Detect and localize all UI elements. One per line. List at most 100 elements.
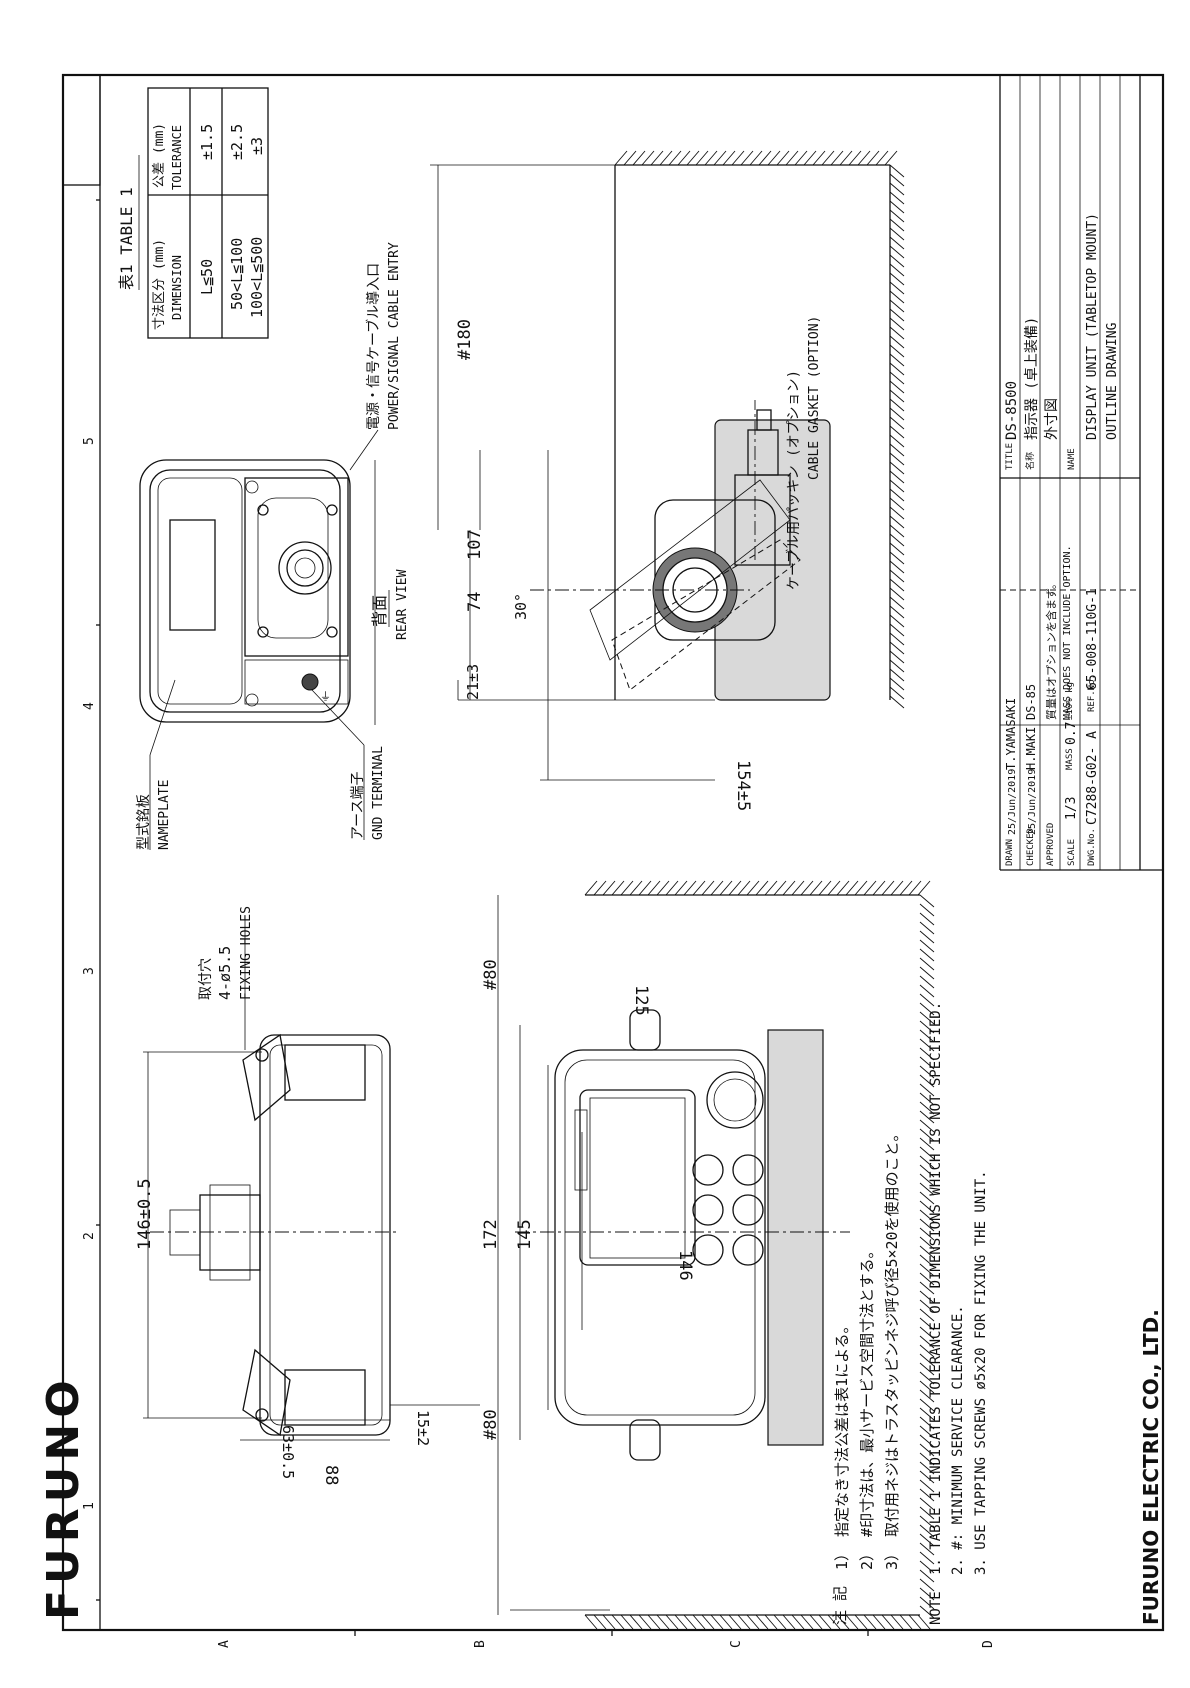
hatch-line <box>889 551 905 565</box>
dim-15: 15±2 <box>414 1410 432 1446</box>
hatch-line <box>611 880 625 896</box>
hatch-line <box>919 1101 935 1115</box>
hatch-line <box>889 335 905 349</box>
notes-jp: 注 記 1） 指定なき寸法公差は表1による。 2） #印寸法は、最小サービス空間… <box>831 1126 901 1625</box>
table-row-1-tol: ±1.5 <box>198 124 216 160</box>
hatch-line <box>629 880 643 896</box>
hatch-line <box>919 1587 935 1601</box>
hatch-line <box>919 1389 935 1403</box>
mass-value: 0.7 <box>1064 722 1079 745</box>
hatch-line <box>889 290 905 304</box>
svg-text:⏚: ⏚ <box>320 690 331 703</box>
hatch-line <box>776 150 790 166</box>
cable-entry-jp: 電源・信号ケーブル導入口 <box>365 263 382 430</box>
notes-en-head: NOTE <box>928 1591 944 1625</box>
hatch-line <box>919 1182 935 1196</box>
hatch-line <box>848 150 862 166</box>
hatch-line <box>889 668 905 682</box>
hatch-line <box>919 1551 935 1565</box>
hatch-line <box>881 880 895 896</box>
hatch-line <box>889 434 905 448</box>
hatch-line <box>889 677 905 691</box>
hatch-line <box>803 150 817 166</box>
hatch-line <box>704 150 718 166</box>
hatch-line <box>889 569 905 583</box>
hatch-line <box>899 1614 913 1630</box>
wall-hatching <box>584 150 935 1630</box>
hatch-line <box>919 912 935 926</box>
mass-note-jp: 質量はオプションを含まず。 <box>1044 578 1058 720</box>
zone-5: 5 <box>82 437 97 445</box>
hatch-line <box>919 1461 935 1475</box>
hatch-line <box>857 150 871 166</box>
hatch-line <box>919 1011 935 1025</box>
hatch-line <box>889 362 905 376</box>
hatch-line <box>719 880 733 896</box>
hatch-line <box>889 209 905 223</box>
hatch-line <box>919 975 935 989</box>
hatch-line <box>632 150 646 166</box>
hatch-line <box>737 880 751 896</box>
hatch-line <box>919 1506 935 1520</box>
hatch-line <box>889 227 905 241</box>
hatch-line <box>889 686 905 700</box>
hatch-line <box>919 1056 935 1070</box>
drawn-label: DRAWN <box>1005 839 1015 866</box>
hatch-line <box>919 1443 935 1457</box>
hatch-line <box>638 880 652 896</box>
hatch-line <box>749 150 763 166</box>
hatch-line <box>919 1191 935 1205</box>
hatch-line <box>889 254 905 268</box>
hatch-line <box>889 497 905 511</box>
hatch-line <box>919 1164 935 1178</box>
hatch-line <box>919 1002 935 1016</box>
top-dims <box>143 1051 480 1441</box>
approved-label: APPROVED <box>1046 823 1056 866</box>
cable-entry-en: POWER/SIGNAL CABLE ENTRY <box>387 242 402 430</box>
hatch-line <box>919 1200 935 1214</box>
hatch-line <box>889 326 905 340</box>
model-note: DS-85 <box>1024 684 1038 720</box>
hatch-line <box>881 1614 895 1630</box>
hatch-line <box>919 930 935 944</box>
hatch-line <box>713 150 727 166</box>
notes-en: NOTE 1. TABLE 1 INDICATES TOLERANCE OF D… <box>928 1002 989 1625</box>
hatch-line <box>919 1029 935 1043</box>
front-dims <box>510 1025 610 1611</box>
hatch-line <box>889 623 905 637</box>
hatch-line <box>647 1614 661 1630</box>
notes-jp-1: 1） 指定なき寸法公差は表1による。 <box>833 1318 851 1570</box>
hatch-line <box>889 173 905 187</box>
hatch-line <box>872 880 886 896</box>
hatch-line <box>889 236 905 250</box>
notes-jp-head: 注 記 <box>831 1586 849 1625</box>
hatch-line <box>919 1272 935 1286</box>
hatch-line <box>695 150 709 166</box>
hatch-line <box>919 1128 935 1142</box>
hatch-line <box>889 695 905 709</box>
hatch-line <box>710 1614 724 1630</box>
hatch-line <box>656 1614 670 1630</box>
hatch-line <box>919 1407 935 1421</box>
hatch-line <box>919 1398 935 1412</box>
hatch-line <box>889 371 905 385</box>
hatch-line <box>773 1614 787 1630</box>
notes-en-3: 3. USE TAPPING SCREWS ø5x20 FOR FIXING T… <box>973 1170 989 1575</box>
hatch-line <box>919 1047 935 1061</box>
hatch-line <box>782 1614 796 1630</box>
notes-en-1: 1. TABLE 1 INDICATES TOLERANCE OF DIMENS… <box>928 1002 944 1575</box>
hatch-line <box>593 1614 607 1630</box>
hatch-line <box>890 1614 904 1630</box>
title-label: TITLE <box>1005 443 1015 470</box>
hatch-line <box>854 1614 868 1630</box>
hatch-line <box>919 939 935 953</box>
hatch-line <box>889 389 905 403</box>
hatch-line <box>764 1614 778 1630</box>
hatch-line <box>889 317 905 331</box>
hatch-line <box>889 560 905 574</box>
hatch-line <box>919 1218 935 1232</box>
zone-2: 2 <box>82 1232 97 1240</box>
hatch-line <box>755 880 769 896</box>
hatch-line <box>890 880 904 896</box>
hatch-line <box>830 150 844 166</box>
